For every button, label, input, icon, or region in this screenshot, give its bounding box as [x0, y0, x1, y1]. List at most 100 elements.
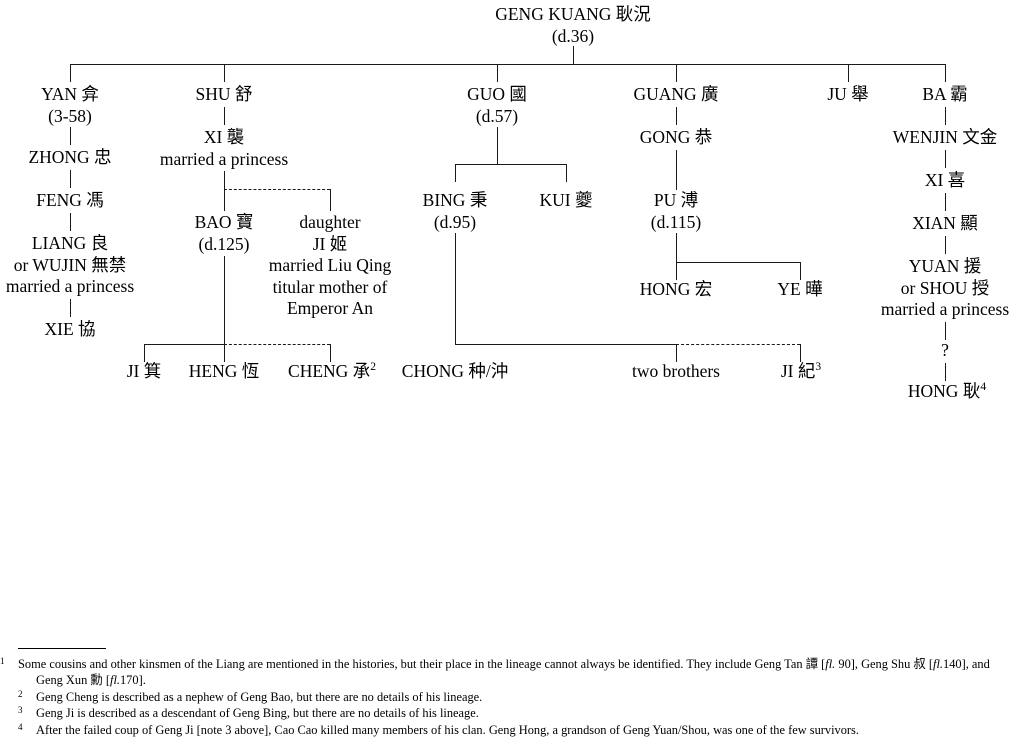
node-ba: BA 霸	[922, 84, 967, 106]
node-name: HENG 恆	[188, 361, 260, 381]
connector-drop-guang	[676, 64, 677, 82]
connector-drop-ye	[800, 262, 801, 280]
connector-pu-stem	[676, 233, 677, 262]
node-kui: KUI 夔	[540, 190, 593, 212]
node-name: BAO 寶	[194, 212, 254, 232]
node-xian: XIAN 顯	[912, 213, 978, 235]
footnote-text: Some cousins and other kinsmen of the Li…	[18, 657, 990, 688]
node-name: GUANG 廣	[633, 84, 719, 104]
node-name: GUO 國	[467, 84, 527, 104]
connector-yuan-unknown	[945, 322, 946, 340]
connector-guo-children-bar	[455, 164, 566, 165]
node-wenjin: WENJIN 文金	[893, 127, 998, 149]
connector-drop-ju	[848, 64, 849, 82]
node-name: JI 姬	[312, 233, 348, 254]
node-name: FENG 馮	[36, 190, 104, 210]
connector-bao-children-bar-right	[224, 344, 330, 345]
footnote-ref-3: 3	[815, 361, 822, 374]
connector-drop-hong-pu	[676, 262, 677, 280]
node-yuan: YUAN 援 or SHOU 授 married a princess	[881, 256, 1009, 321]
node-dates: (d.57)	[475, 105, 519, 126]
node-two-brothers: two brothers	[632, 361, 720, 383]
node-name: YUAN 援	[908, 256, 982, 276]
footnote-marker: 3	[18, 705, 23, 716]
connector-drop-bing	[455, 164, 456, 182]
node-bing: BING 秉 (d.95)	[423, 190, 488, 233]
node-name: CHONG 种/沖	[401, 361, 509, 381]
node-name: JU 舉	[827, 84, 869, 104]
node-geng-kuang: GENG KUANG 耿況 (d.36)	[495, 4, 651, 47]
node-note-3: Emperor An	[286, 298, 374, 318]
connector-bao-stem	[224, 256, 225, 344]
node-yan: YAN 弇 (3-58)	[41, 84, 99, 127]
node-name: ZHONG 忠	[28, 147, 112, 167]
connector-drop-two-brothers	[676, 344, 677, 362]
footnote-text: Geng Cheng is described as a nephew of G…	[36, 689, 483, 704]
connector-zhong-feng	[70, 170, 71, 188]
footnote-text: After the failed coup of Geng Ji [note 3…	[36, 722, 859, 737]
node-guo: GUO 國 (d.57)	[467, 84, 527, 127]
node-note: married a princess	[159, 148, 289, 169]
connector-drop-shu	[224, 64, 225, 82]
node-name: CHENG 承2	[288, 361, 376, 381]
node-name: SHU 舒	[195, 84, 253, 104]
node-name: LIANG 良	[31, 233, 109, 253]
node-dates: (d.115)	[650, 211, 702, 232]
node-shu: SHU 舒	[196, 84, 253, 106]
node-hong-ba: HONG 耿4	[908, 381, 986, 403]
node-daughter-ji: daughter JI 姬 married Liu Qing titular m…	[269, 212, 391, 320]
node-note-1: married Liu Qing	[268, 255, 392, 275]
connector-sibling-bar-gen2	[70, 64, 945, 65]
node-guang: GUANG 廣	[633, 84, 718, 106]
node-name: GONG 恭	[639, 127, 713, 147]
connector-guo-stem	[497, 127, 498, 164]
node-xi-shu: XI 襲 married a princess	[160, 127, 288, 170]
node-ji-ji: JI 紀3	[781, 361, 821, 383]
connector-liang-xie	[70, 299, 71, 317]
footnote-4: 4 After the failed coup of Geng Ji [note …	[0, 722, 1010, 738]
node-xie: XIE 協	[44, 319, 95, 341]
connector-drop-kui	[566, 164, 567, 182]
connector-pu-children-bar	[676, 262, 800, 263]
node-name: BING 秉	[422, 190, 488, 210]
node-dates: (d.95)	[433, 211, 477, 232]
node-name: WENJIN 文金	[892, 127, 998, 147]
node-xi-ba: XI 喜	[925, 170, 965, 192]
node-hong-pu: HONG 宏	[640, 279, 712, 301]
footnote-text: Geng Ji is described as a descendant of …	[36, 706, 479, 721]
node-name: JI 紀3	[780, 361, 822, 381]
footnote-3: 3 Geng Ji is described as a descendant of…	[0, 705, 1010, 721]
connector-bing-stem	[455, 233, 456, 344]
node-name: HONG 耿4	[907, 381, 987, 401]
node-alt-name: or SHOU 授	[900, 277, 990, 298]
footnote-ref-4: 4	[980, 381, 987, 394]
node-name: JI 箕	[126, 361, 162, 381]
node-note-2: titular mother of	[272, 276, 388, 297]
connector-drop-heng	[224, 344, 225, 362]
connector-xi-stem	[224, 171, 225, 189]
node-note: married a princess	[880, 299, 1010, 319]
node-name: ?	[941, 340, 949, 360]
node-name: GENG KUANG 耿況	[495, 4, 651, 24]
footnote-marker: 4	[18, 721, 23, 732]
node-ji-suan: JI 箕	[127, 361, 162, 383]
node-name: HONG 宏	[639, 279, 713, 299]
connector-drop-daughter	[330, 189, 331, 211]
connector-ba-wenjin	[945, 107, 946, 125]
connector-guang-gong	[676, 107, 677, 125]
node-name: XI 喜	[924, 170, 966, 190]
node-bao: BAO 寶 (d.125)	[195, 212, 254, 255]
connector-bing-children-bar-left	[455, 344, 676, 345]
connector-shu-xi	[224, 107, 225, 125]
node-name: XIAN 顯	[912, 213, 978, 233]
node-name: PU 溥	[653, 190, 699, 210]
node-chong: CHONG 种/沖	[402, 361, 508, 383]
node-note: married a princess	[5, 276, 135, 296]
connector-drop-ba	[945, 64, 946, 82]
node-dates: (d.125)	[198, 233, 250, 254]
connector-wenjin-xi	[945, 150, 946, 168]
connector-root-stem	[573, 46, 574, 64]
connector-drop-cheng	[330, 344, 331, 362]
connector-feng-liang	[70, 213, 71, 231]
